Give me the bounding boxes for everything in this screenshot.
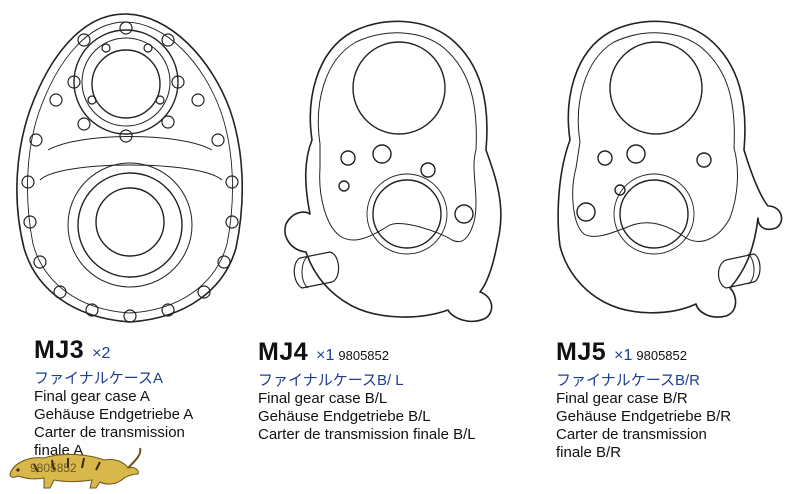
part-name-german: Gehäuse Endgetriebe B/L bbox=[258, 408, 431, 425]
part-name-japanese: ファイナルケースB/ L bbox=[258, 372, 404, 389]
part-quantity: ×2 bbox=[92, 345, 111, 362]
part-name-japanese: ファイナルケースB/R bbox=[556, 372, 700, 389]
part-name-french: Carter de transmission bbox=[34, 424, 185, 441]
mj3-gear-case-drawing bbox=[16, 13, 244, 323]
part-quantity: ×1 bbox=[614, 347, 633, 364]
part-name-french-cont: finale B/R bbox=[556, 444, 622, 461]
mj3-code-line: MJ3 ×2 bbox=[34, 338, 193, 363]
part-name-japanese: ファイナルケースA bbox=[34, 370, 163, 387]
part-code: MJ5 bbox=[556, 338, 607, 366]
part-code: MJ4 bbox=[258, 338, 309, 366]
part-name-english: Final gear case B/R bbox=[556, 390, 688, 407]
part-name-german: Gehäuse Endgetriebe B/R bbox=[556, 408, 732, 425]
mj5-gear-case-drawing bbox=[557, 20, 783, 318]
part-number: 9805852 bbox=[636, 348, 688, 363]
part-code: MJ3 bbox=[34, 336, 85, 364]
part-name-french: Carter de transmission finale B/L bbox=[258, 426, 476, 443]
part-quantity: ×1 bbox=[316, 347, 335, 364]
mj3-caption: MJ3 ×2 ファイナルケースA Final gear case A Gehäus… bbox=[34, 338, 193, 460]
mj4-gear-case-drawing bbox=[284, 20, 502, 323]
watermark-part-number: 9805852 bbox=[30, 461, 77, 475]
part-number: 9805852 bbox=[338, 348, 390, 363]
part-name-german: Gehäuse Endgetriebe A bbox=[34, 406, 194, 423]
tiger-logo-watermark bbox=[9, 447, 142, 489]
part-name-english: Final gear case A bbox=[34, 388, 150, 405]
part-name-english: Final gear case B/L bbox=[258, 390, 388, 407]
part-name-french: Carter de transmission bbox=[556, 426, 707, 443]
